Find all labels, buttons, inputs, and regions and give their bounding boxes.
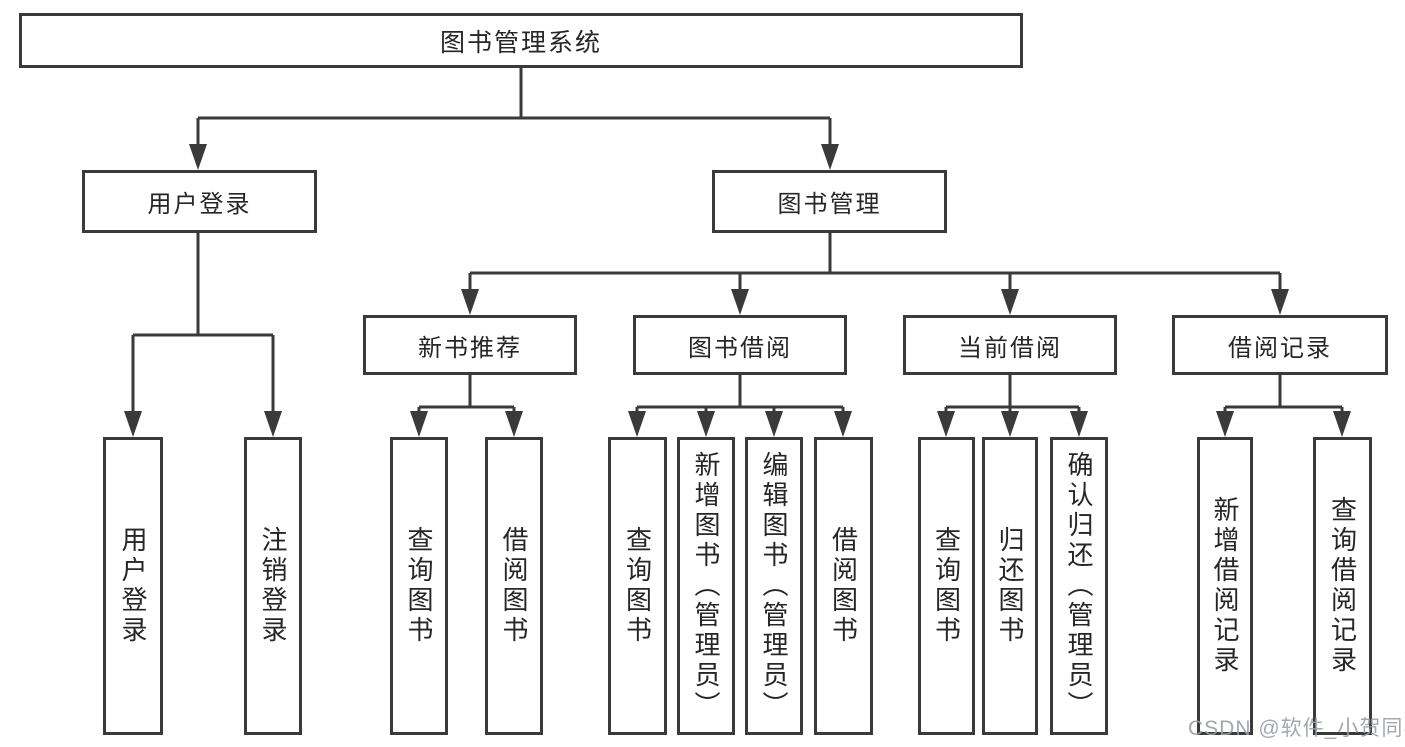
node-label: 新书推荐	[418, 334, 522, 362]
leaf-label: 借阅图书	[499, 526, 529, 646]
leaf-label: 查询借阅记录	[1327, 496, 1358, 676]
node-book-borrowing: 图书借阅	[633, 315, 847, 375]
node-label: 用户登录	[147, 191, 252, 218]
leaf-borrow-books-recommend: 借阅图书	[485, 437, 543, 735]
leaf-label: 查询图书	[404, 526, 434, 646]
leaf-label: 查询图书	[931, 526, 962, 646]
leaf-label: 新增图书（管理员）	[691, 451, 721, 721]
node-label: 当前借阅	[958, 334, 1062, 362]
leaf-confirm-return-admin: 确认归还（管理员）	[1050, 437, 1108, 735]
node-label: 图书管理系统	[439, 28, 602, 57]
leaf-query-books-recommend: 查询图书	[390, 437, 448, 735]
node-label: 图书管理	[777, 191, 882, 218]
node-book-management: 图书管理	[712, 170, 947, 233]
leaf-label: 确认归还（管理员）	[1064, 451, 1094, 721]
node-borrowing-records: 借阅记录	[1172, 315, 1388, 375]
leaf-label: 归还图书	[995, 526, 1025, 646]
node-label: 借阅记录	[1228, 334, 1332, 362]
leaf-label: 注销登录	[258, 526, 288, 646]
leaf-query-borrow-record: 查询借阅记录	[1313, 437, 1372, 735]
node-label: 图书借阅	[688, 334, 792, 362]
leaf-label: 查询图书	[622, 526, 653, 646]
leaf-label: 新增借阅记录	[1210, 496, 1240, 676]
leaf-user-login: 用户登录	[103, 437, 163, 735]
leaf-query-books-current: 查询图书	[918, 437, 975, 735]
csdn-watermark: CSDN @软件_小贺同学	[1188, 717, 1405, 740]
leaf-add-books-admin: 新增图书（管理员）	[677, 437, 735, 735]
node-user-login: 用户登录	[82, 170, 317, 233]
node-new-book-recommendation: 新书推荐	[363, 315, 577, 375]
node-root-library-system: 图书管理系统	[19, 13, 1023, 68]
node-current-borrowing: 当前借阅	[903, 315, 1117, 375]
leaf-query-books-borrow: 查询图书	[608, 437, 667, 735]
leaf-label: 用户登录	[118, 526, 148, 646]
leaf-logout: 注销登录	[244, 437, 302, 735]
leaf-edit-books-admin: 编辑图书（管理员）	[745, 437, 803, 735]
leaf-label: 借阅图书	[828, 526, 859, 646]
leaf-add-borrow-record: 新增借阅记录	[1197, 437, 1253, 735]
leaf-return-books: 归还图书	[982, 437, 1038, 735]
leaf-borrow-books: 借阅图书	[814, 437, 873, 735]
leaf-label: 编辑图书（管理员）	[759, 451, 789, 721]
